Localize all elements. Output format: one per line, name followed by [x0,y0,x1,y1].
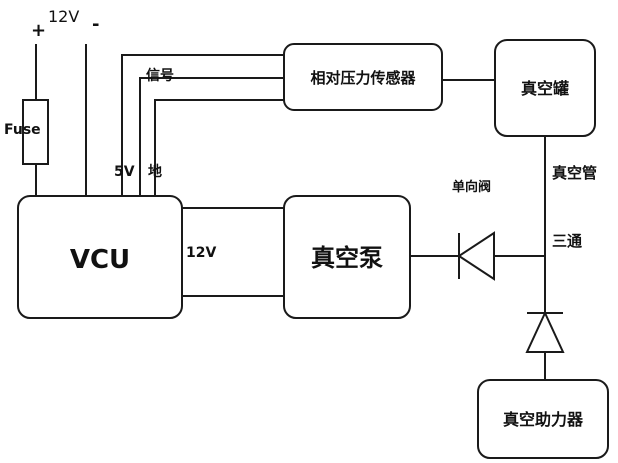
ground-wire-label: 地 [148,163,162,180]
vcu-block [17,195,183,319]
supply-minus-sign: - [92,14,99,35]
supply-voltage-label: 12V [48,7,79,26]
fuse [22,99,49,165]
fuse-label: Fuse [4,122,41,138]
vacuum-booster-block [477,379,609,459]
vacuum-pump-block [283,195,411,319]
check-valve-arrow [457,231,495,281]
vcu-label: VCU [70,245,130,275]
vacuum-tank-label: 真空罐 [521,79,569,98]
sensor-ground-wire [154,99,284,196]
sensor-5v-wire [121,54,284,196]
check-valve-label: 单向阀 [452,179,491,195]
vacuum-pump-label: 真空泵 [311,244,383,272]
pump-12v-label: 12V [186,245,216,261]
pressure-sensor-label: 相对压力传感器 [310,69,416,87]
signal-wire-label: 信号 [146,67,174,84]
v5-wire-label: 5V [114,164,135,180]
pressure-sensor-block [283,43,443,111]
vacuum-pipe-label: 真空管 [552,164,597,182]
tee-label: 三通 [552,232,582,250]
sensor-signal-wire [139,77,284,196]
vacuum-booster-label: 真空助力器 [503,410,584,429]
booster-valve-arrow [525,310,565,353]
supply-plus-sign: + [31,20,46,41]
